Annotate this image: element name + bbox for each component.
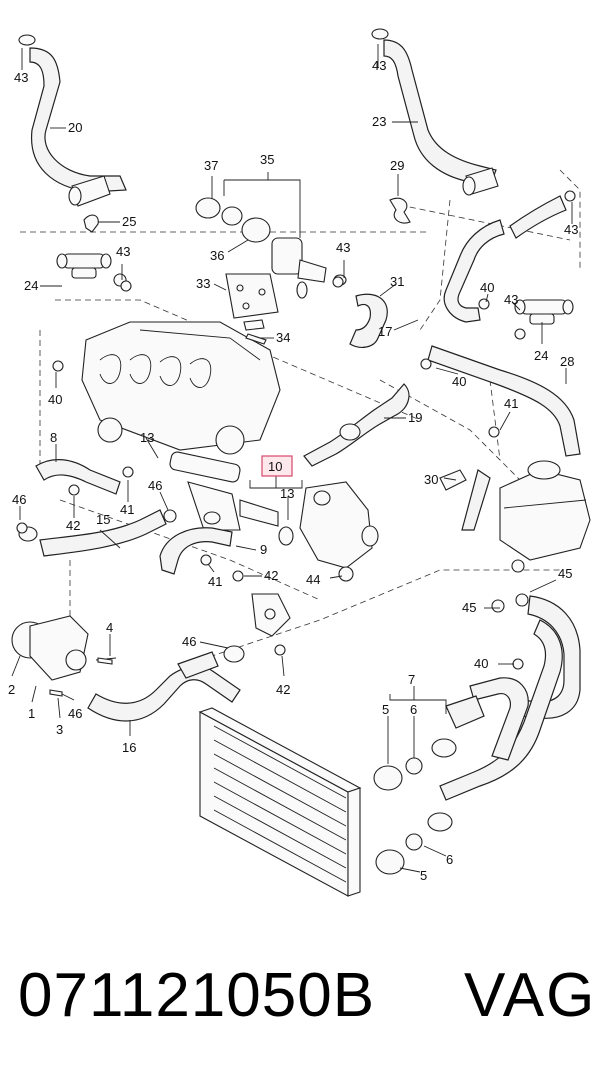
callout-30: 30 bbox=[424, 472, 438, 487]
callout-13: 13 bbox=[140, 430, 154, 445]
callout-40: 40 bbox=[480, 280, 494, 295]
callout-4: 4 bbox=[106, 620, 113, 635]
callout-24: 24 bbox=[534, 348, 548, 363]
connector-25 bbox=[83, 214, 99, 233]
callout-45: 45 bbox=[558, 566, 572, 581]
highlight-box bbox=[261, 455, 293, 477]
callout-43: 43 bbox=[372, 58, 386, 73]
hose-28 bbox=[427, 345, 581, 457]
callout-43: 43 bbox=[116, 244, 130, 259]
leader-lines bbox=[11, 44, 573, 873]
coolant-pipe-10 bbox=[169, 451, 294, 546]
callout-15: 15 bbox=[96, 512, 110, 527]
callout-33: 33 bbox=[196, 276, 210, 291]
callout-40: 40 bbox=[474, 656, 488, 671]
callout-labels: 43 20 25 43 24 37 35 36 33 34 43 31 29 4… bbox=[8, 58, 578, 883]
brand-name: VAG bbox=[464, 961, 597, 1030]
callout-23: 23 bbox=[372, 114, 386, 129]
valve-24-right bbox=[514, 299, 574, 325]
hose-15 bbox=[18, 509, 167, 557]
part-group-35 bbox=[195, 197, 327, 299]
part-number: 071121050B bbox=[18, 961, 376, 1030]
callout-46: 46 bbox=[182, 634, 196, 649]
callout-1: 1 bbox=[28, 706, 35, 721]
callout-19: 19 bbox=[408, 410, 422, 425]
hose-19 bbox=[303, 383, 410, 467]
callout-6: 6 bbox=[446, 852, 453, 867]
callout-35: 35 bbox=[260, 152, 274, 167]
valve-24-left bbox=[56, 253, 127, 287]
callout-41: 41 bbox=[504, 396, 518, 411]
cooling-system-exploded-diagram: 43 20 25 43 24 37 35 36 33 34 43 31 29 4… bbox=[8, 28, 591, 897]
bracket-30 bbox=[439, 469, 491, 531]
callout-24: 24 bbox=[24, 278, 38, 293]
radiator-hoses bbox=[427, 595, 581, 832]
hose-23 bbox=[371, 28, 499, 196]
callout-46: 46 bbox=[12, 492, 26, 507]
callout-13: 13 bbox=[280, 486, 294, 501]
caption: 071121050B VAG bbox=[10, 960, 600, 1060]
hose-9 bbox=[159, 511, 233, 575]
flange-42 bbox=[251, 593, 291, 637]
callout-16: 16 bbox=[122, 740, 136, 755]
callout-3: 3 bbox=[56, 722, 63, 737]
callout-40: 40 bbox=[48, 392, 62, 407]
callout-41: 41 bbox=[120, 502, 134, 517]
hose-16 bbox=[87, 645, 245, 722]
callout-44: 44 bbox=[306, 572, 320, 587]
callout-34: 34 bbox=[276, 330, 290, 345]
radiator bbox=[198, 707, 362, 897]
callout-36: 36 bbox=[210, 248, 224, 263]
callout-10: 10 bbox=[268, 459, 282, 474]
coupling-set-lower bbox=[375, 833, 423, 875]
callout-40: 40 bbox=[452, 374, 466, 389]
callout-37: 37 bbox=[204, 158, 218, 173]
callout-42: 42 bbox=[66, 518, 80, 533]
water-pump bbox=[11, 615, 117, 681]
callout-29: 29 bbox=[390, 158, 404, 173]
callout-5: 5 bbox=[420, 868, 427, 883]
callout-46: 46 bbox=[148, 478, 162, 493]
callout-7: 7 bbox=[408, 672, 415, 687]
callout-46: 46 bbox=[68, 706, 82, 721]
thermostat-housing bbox=[299, 481, 379, 582]
callout-43: 43 bbox=[504, 292, 518, 307]
callout-43: 43 bbox=[14, 70, 28, 85]
hose-20 bbox=[18, 34, 127, 207]
callout-45: 45 bbox=[462, 600, 476, 615]
callout-31: 31 bbox=[390, 274, 404, 289]
flange-33 bbox=[225, 273, 279, 331]
callout-28: 28 bbox=[560, 354, 574, 369]
engine-manifold bbox=[81, 321, 281, 455]
clamps bbox=[16, 190, 576, 670]
clip-29 bbox=[389, 197, 411, 224]
hose-17 bbox=[443, 195, 567, 323]
callout-42: 42 bbox=[264, 568, 278, 583]
callout-43: 43 bbox=[336, 240, 350, 255]
callout-42: 42 bbox=[276, 682, 290, 697]
callout-41: 41 bbox=[208, 574, 222, 589]
callout-8: 8 bbox=[50, 430, 57, 445]
callout-17: 17 bbox=[378, 324, 392, 339]
callout-43: 43 bbox=[564, 222, 578, 237]
callout-25: 25 bbox=[122, 214, 136, 229]
callout-2: 2 bbox=[8, 682, 15, 697]
coupling-set-upper bbox=[373, 757, 423, 791]
expansion-tank bbox=[499, 460, 591, 573]
hose-8 bbox=[35, 459, 121, 495]
callout-6: 6 bbox=[410, 702, 417, 717]
callout-9: 9 bbox=[260, 542, 267, 557]
callout-20: 20 bbox=[68, 120, 82, 135]
callout-5: 5 bbox=[382, 702, 389, 717]
